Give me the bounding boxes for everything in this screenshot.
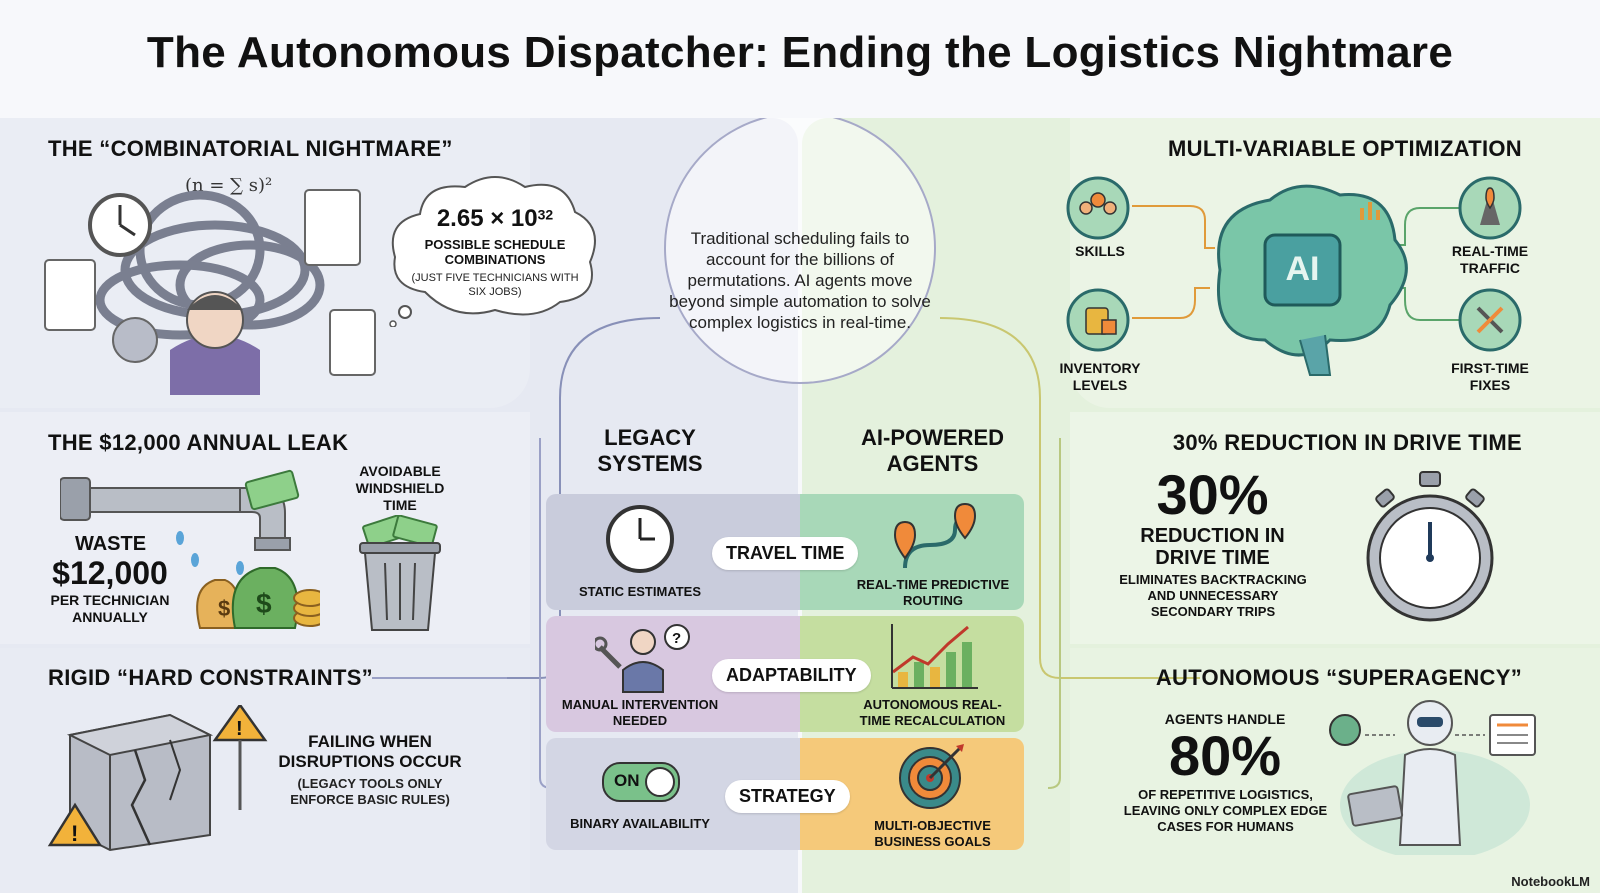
- combinations-label: POSSIBLE SCHEDULE COMBINATIONS: [424, 237, 566, 267]
- combinations-note: (JUST FIVE TECHNICIANS WITH SIX JOBS): [411, 272, 579, 298]
- waste-note: PER TECHNICIAN ANNUALLY: [50, 592, 170, 625]
- ai-strategy-caption: MULTI-OBJECTIVE BUSINESS GOALS: [874, 818, 991, 849]
- connector-lines: [400, 118, 1200, 789]
- svg-text:!: !: [71, 821, 78, 846]
- fixes-label: FIRST-TIME FIXES: [1451, 360, 1529, 393]
- superagency-big-number: 80%: [1168, 724, 1282, 787]
- leak-title: THE $12,000 ANNUAL LEAK: [48, 430, 349, 455]
- manual-worker-icon: ?: [595, 624, 690, 693]
- waste-value: $12,000: [52, 555, 168, 591]
- thought-cloud: [389, 176, 596, 327]
- legacy-travel-caption: STATIC ESTIMATES: [578, 584, 702, 599]
- svg-text:$: $: [256, 588, 272, 619]
- legacy-header: LEGACY SYSTEMS: [597, 425, 703, 476]
- clock-icon: [606, 505, 674, 573]
- ai-adapt-caption: AUTONOMOUS REAL-TIME RECALCULATION: [859, 697, 1006, 728]
- drive-subtitle: REDUCTION IN DRIVE TIME: [1140, 525, 1285, 569]
- legacy-adapt-caption: MANUAL INTERVENTION NEEDED: [561, 697, 719, 728]
- broken-block-illustration: ! !: [47, 705, 268, 852]
- waste-label: WASTE: [74, 533, 147, 555]
- svg-text:?: ?: [672, 630, 681, 647]
- target-icon: [899, 744, 964, 809]
- toggle-knob: [645, 767, 675, 797]
- legacy-strategy-caption: BINARY AVAILABILITY: [570, 816, 710, 831]
- formula-text: (n = ∑ s)²: [185, 175, 273, 196]
- stopwatch-icon: [1366, 471, 1494, 622]
- robot-illustration: [1329, 700, 1536, 855]
- ai-header: AI-POWERED AGENTS: [861, 425, 1004, 476]
- drive-title: 30% REDUCTION IN DRIVE TIME: [1172, 430, 1522, 455]
- superagency-lead: AGENTS HANDLE: [1164, 711, 1286, 727]
- superagency-title: AUTONOMOUS “SUPERAGENCY”: [1155, 665, 1522, 690]
- toggle-label: ON: [614, 771, 640, 790]
- route-pins-icon: [893, 502, 977, 569]
- combinations-base: 2.65 × 10: [436, 205, 538, 232]
- leaking-pipe-illustration: $ $: [60, 469, 320, 629]
- superagency-note: OF REPETITIVE LOGISTICS, LEAVING ONLY CO…: [1123, 787, 1328, 834]
- constraints-title: RIGID “HARD CONSTRAINTS”: [48, 665, 373, 690]
- combinations-exponent: 32: [537, 206, 554, 223]
- superagency-panel: [1070, 648, 1600, 893]
- row-label-travel-time: TRAVEL TIME: [712, 537, 859, 570]
- constraints-note: (LEGACY TOOLS ONLY ENFORCE BASIC RULES): [290, 776, 450, 807]
- constraints-main: FAILING WHEN DISRUPTIONS OCCUR: [278, 732, 462, 771]
- inventory-label: INVENTORY LEVELS: [1059, 360, 1141, 393]
- row-label-adaptability: ADAPTABILITY: [712, 659, 871, 692]
- constraints-connector: [372, 677, 507, 679]
- traffic-label: REAL-TIME TRAFFIC: [1451, 243, 1529, 276]
- windshield-label: AVOIDABLE WINDSHIELD TIME: [355, 463, 445, 513]
- svg-text:$: $: [218, 596, 230, 621]
- row-label-strategy: STRATEGY: [725, 780, 850, 813]
- ai-travel-caption: REAL-TIME PREDICTIVE ROUTING: [856, 577, 1010, 608]
- tangled-worker-illustration: [44, 189, 376, 395]
- drive-note: ELIMINATES BACKTRACKING AND UNNECESSARY …: [1119, 572, 1307, 619]
- svg-text:!: !: [236, 718, 243, 740]
- trash-can-icon: [359, 515, 441, 631]
- skills-label: SKILLS: [1075, 243, 1125, 259]
- on-toggle: ON: [602, 762, 680, 802]
- drive-panel: [1070, 412, 1600, 644]
- center-description: Traditional scheduling fails to account …: [669, 229, 931, 332]
- rising-chart-icon: [891, 624, 978, 689]
- nightmare-title: THE “COMBINATORIAL NIGHTMARE”: [48, 136, 453, 161]
- combinations-stat: 2.65 × 1032: [405, 205, 585, 233]
- drive-big-number: 30%: [1156, 463, 1269, 526]
- page-title: The Autonomous Dispatcher: Ending the Lo…: [146, 28, 1454, 77]
- optimization-title: MULTI-VARIABLE OPTIMIZATION: [1168, 136, 1522, 161]
- optimization-diagram: [1066, 176, 1522, 376]
- ai-brain-label: AI: [1285, 250, 1320, 288]
- watermark: NotebookLM: [1511, 874, 1590, 889]
